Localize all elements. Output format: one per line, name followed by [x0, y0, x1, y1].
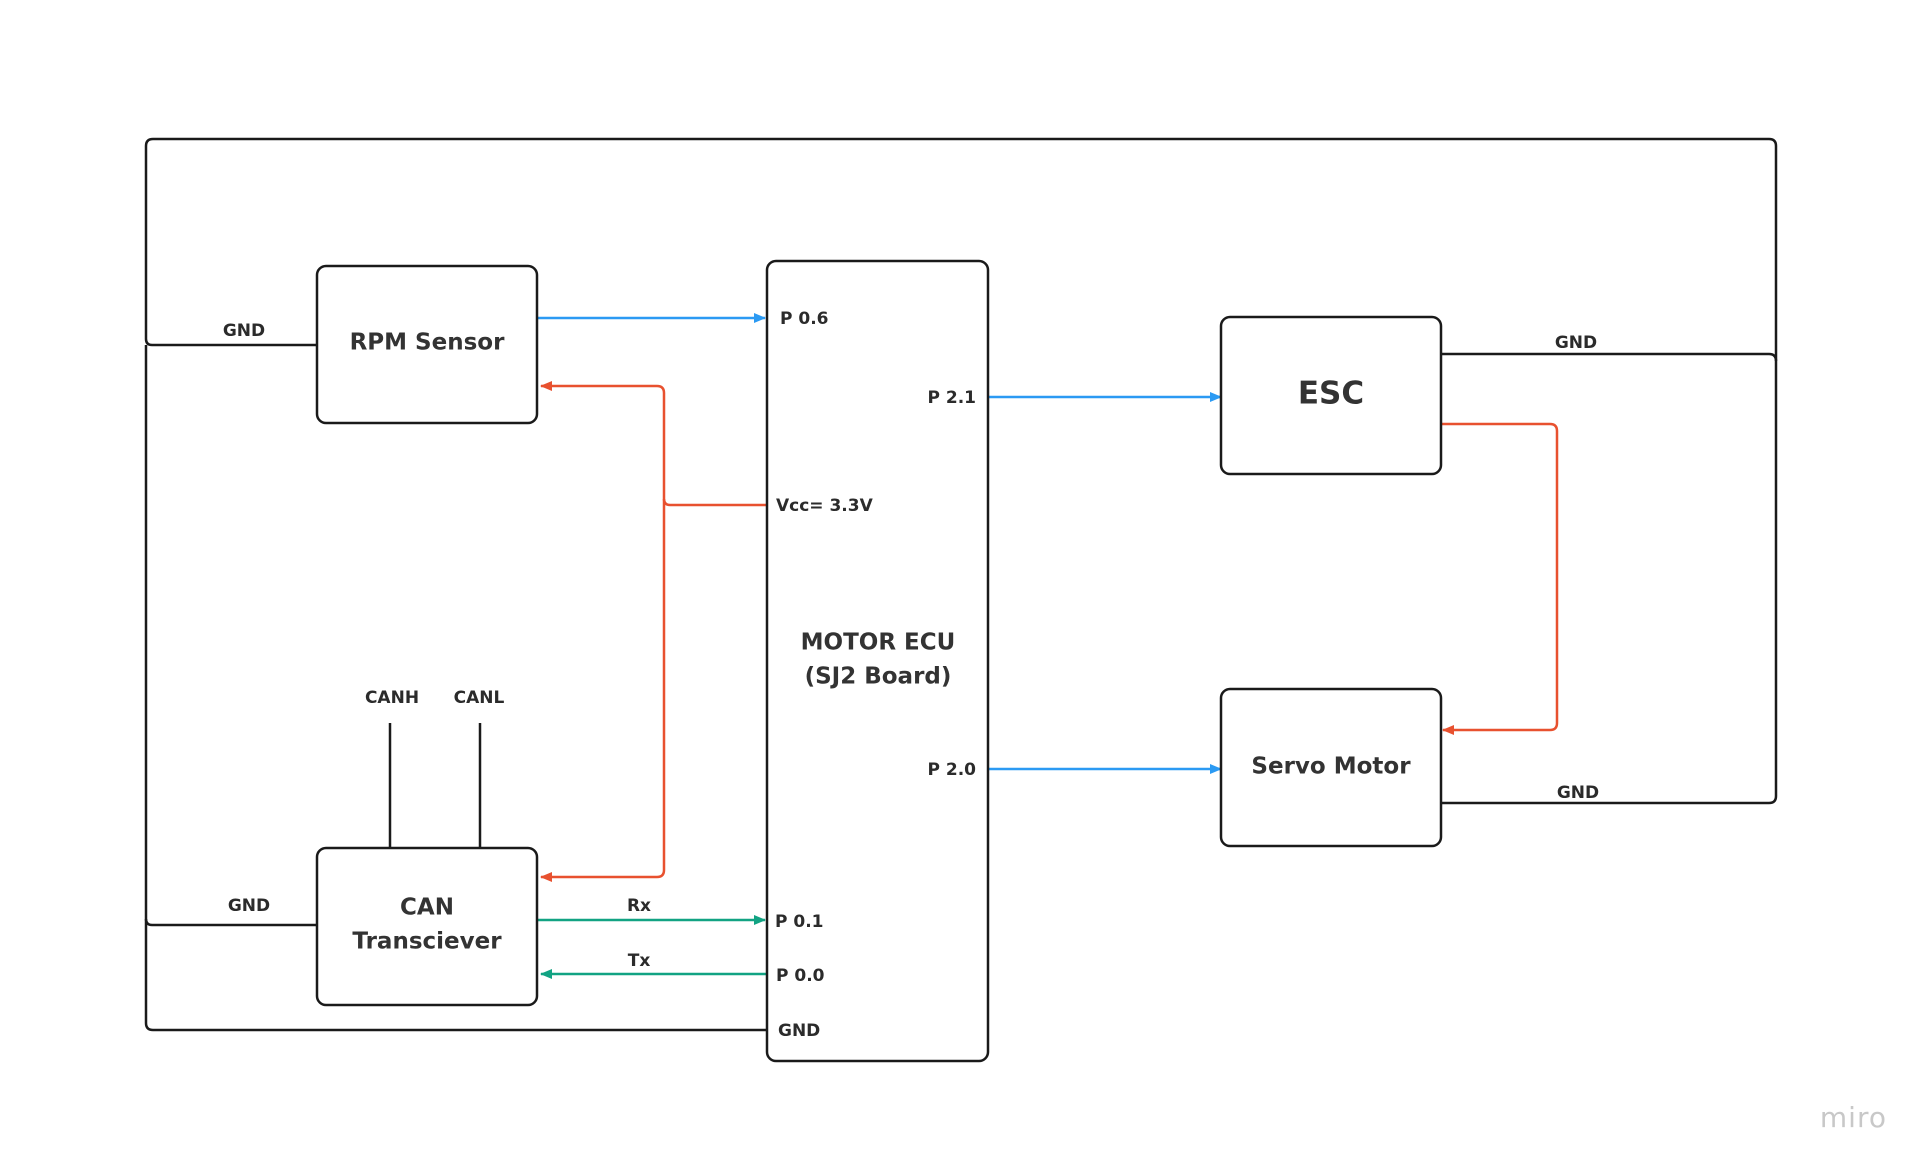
wire-labels: GND GND GND GND CANH CANL Rx Tx: [223, 321, 1599, 971]
pin-p00-label: P 0.0: [776, 966, 825, 986]
miro-watermark: miro: [1819, 1101, 1887, 1134]
servo-motor-block: Servo Motor: [1219, 687, 1443, 848]
esc-label: ESC: [1298, 376, 1364, 412]
pin-p01-label: P 0.1: [775, 912, 824, 932]
can-transceiver-block: CAN Transciever: [315, 846, 539, 1007]
ecu-pin-labels: P 0.6 P 2.1 Vcc= 3.3V P 2.0 P 0.1 P 0.0 …: [775, 309, 976, 1041]
can-label-line1: CAN: [400, 895, 454, 921]
esc-to-servo-arrow: [1439, 422, 1559, 735]
servo-motor-label: Servo Motor: [1251, 754, 1411, 780]
rpm-sensor-label: RPM Sensor: [350, 330, 505, 356]
signal-wires: [537, 313, 1222, 774]
canh-label: CANH: [365, 688, 419, 708]
rpm-sensor-block: RPM Sensor: [315, 264, 539, 425]
gnd-can-label: GND: [228, 896, 270, 916]
tx-label: Tx: [628, 951, 651, 971]
gnd-esc-label: GND: [1555, 333, 1597, 353]
canl-label: CANL: [454, 688, 505, 708]
ground-wires: [144, 137, 1778, 1032]
gnd-outer-loop: [144, 137, 1778, 805]
gnd-can-wire: [144, 918, 317, 927]
gnd-servo-label: GND: [1557, 783, 1599, 803]
gnd-left-bus: [144, 345, 767, 1032]
gnd-rpm-label: GND: [223, 321, 265, 341]
vcc-to-can-arrow: [540, 499, 666, 882]
motor-ecu-label-line1: MOTOR ECU: [801, 630, 956, 656]
vcc-to-rpm-arrow: [540, 381, 767, 507]
esc-block: ESC: [1219, 315, 1443, 476]
can-label-line2: Transciever: [352, 929, 502, 955]
gnd-esc-wire: [1439, 352, 1778, 362]
power-wires: [540, 381, 1559, 882]
pin-p06-label: P 0.6: [780, 309, 829, 329]
pin-vcc-label: Vcc= 3.3V: [776, 496, 874, 516]
pin-p20-label: P 2.0: [928, 760, 977, 780]
motor-ecu-block: MOTOR ECU (SJ2 Board): [765, 259, 990, 1063]
motor-ecu-label-line2: (SJ2 Board): [805, 664, 952, 690]
uart-wires: [537, 915, 767, 979]
pin-gnd-label: GND: [778, 1021, 820, 1041]
pin-p21-label: P 2.1: [928, 388, 977, 408]
rx-label: Rx: [627, 896, 651, 916]
